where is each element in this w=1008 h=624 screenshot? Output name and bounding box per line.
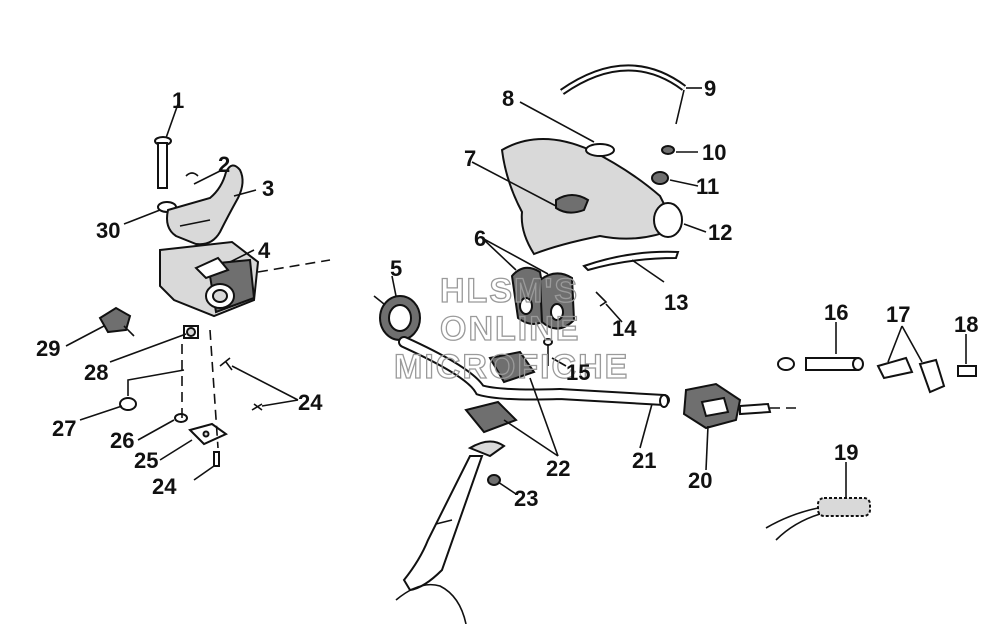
part-20-switch-housing xyxy=(682,382,800,430)
callout-4: 4 xyxy=(258,238,271,263)
callout-18: 18 xyxy=(954,312,978,337)
callout-30: 30 xyxy=(96,218,120,243)
watermark: HLSM'S ONLINE MICROFICHE xyxy=(393,271,629,386)
part-4-headlight-pod xyxy=(159,240,331,318)
callout-26: 26 xyxy=(110,428,134,453)
callout-15: 15 xyxy=(566,360,590,385)
steering-post xyxy=(395,440,506,624)
callout-10: 10 xyxy=(702,140,726,165)
part-16-grip xyxy=(777,357,864,371)
part-10-nut xyxy=(661,145,675,155)
callout-27: 27 xyxy=(52,416,76,441)
part-14-pin xyxy=(595,291,608,307)
callout-8: 8 xyxy=(502,86,514,111)
watermark-line-2: ONLINE xyxy=(440,310,580,348)
part-2-ring xyxy=(185,172,199,177)
callout-25: 25 xyxy=(134,448,158,473)
callout-13: 13 xyxy=(664,290,688,315)
part-11-nut xyxy=(651,171,669,185)
part-25-plate xyxy=(188,422,228,446)
watermark-line-3: MICROFICHE xyxy=(394,348,629,386)
callout-24-lower: 24 xyxy=(152,474,177,499)
part-24-screws xyxy=(213,357,263,467)
part-1-bolt xyxy=(154,136,172,189)
callout-16: 16 xyxy=(824,300,848,325)
part-17-throttle-lever xyxy=(876,356,946,394)
callouts: 1 2 3 30 4 29 28 24 27 26 25 24 5 6 7 8 … xyxy=(36,76,978,511)
part-5-grip-ring xyxy=(373,295,421,341)
callout-12: 12 xyxy=(708,220,732,245)
part-3-bracket xyxy=(166,164,244,246)
leader-lines xyxy=(65,87,967,498)
watermark-line-1: HLSM'S xyxy=(440,272,579,310)
callout-2: 2 xyxy=(218,152,230,177)
callout-20: 20 xyxy=(688,468,712,493)
callout-9: 9 xyxy=(704,76,716,101)
part-6-clamps xyxy=(510,266,576,330)
callout-17: 17 xyxy=(886,302,910,327)
part-28-grommet xyxy=(183,325,199,339)
callout-3: 3 xyxy=(262,176,274,201)
callout-5: 5 xyxy=(390,256,402,281)
callout-21: 21 xyxy=(632,448,656,473)
part-9-wire xyxy=(559,64,687,125)
part-7-handlebar-pad xyxy=(500,138,678,256)
part-27-nut xyxy=(119,397,137,411)
callout-23: 23 xyxy=(514,486,538,511)
callout-19: 19 xyxy=(834,440,858,465)
callout-1: 1 xyxy=(172,88,184,113)
part-29-knob xyxy=(98,306,135,337)
part-22-clamps xyxy=(464,350,536,434)
callout-29: 29 xyxy=(36,336,60,361)
part-23-nut xyxy=(487,474,501,486)
callout-7: 7 xyxy=(464,146,476,171)
part-12-end-cap xyxy=(653,202,683,238)
part-26-clip xyxy=(174,413,188,423)
callout-14: 14 xyxy=(612,316,637,341)
part-15-screw xyxy=(543,338,553,366)
left-assembly-lines xyxy=(127,329,219,449)
callout-11: 11 xyxy=(696,174,719,199)
callout-6: 6 xyxy=(474,226,486,251)
part-19-coiled-cord xyxy=(765,497,871,541)
callout-28: 28 xyxy=(84,360,108,385)
callout-24-upper: 24 xyxy=(298,390,323,415)
part-18-bolt xyxy=(957,365,977,377)
part-13-strip xyxy=(582,250,680,272)
callout-22: 22 xyxy=(546,456,570,481)
